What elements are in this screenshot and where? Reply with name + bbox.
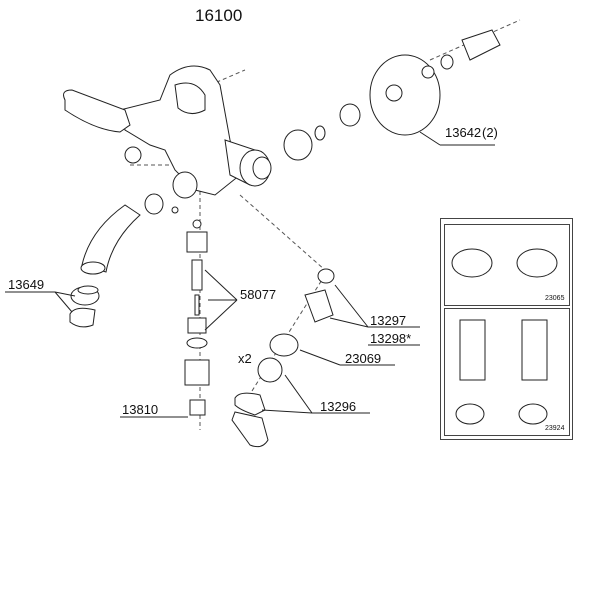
inset-code-23924: 23924 <box>545 425 565 432</box>
inset-frame <box>440 218 573 440</box>
inset-code-23065: 23065 <box>545 295 565 302</box>
part-label-23069: 23069 <box>345 351 382 366</box>
part-label-58077: 58077 <box>240 287 277 302</box>
drawing-lines <box>5 19 558 448</box>
part-label-13642: 13642 <box>445 125 482 140</box>
rosette-and-fittings <box>283 29 501 161</box>
part-label-13298: 13298* <box>370 331 412 346</box>
faucet-body <box>63 65 272 199</box>
spout <box>80 193 179 275</box>
part-label-x2: x2 <box>238 351 252 366</box>
leader-lines <box>5 131 495 418</box>
cartridge-stack-58077 <box>184 219 210 416</box>
part-label-13642-quantity: (2) <box>482 125 498 140</box>
aerator-13649 <box>69 285 100 328</box>
diagram-title: 16100 <box>195 6 243 25</box>
part-label-13810: 13810 <box>122 402 159 417</box>
part-label-13649: 13649 <box>8 277 45 292</box>
part-label-13297: 13297 <box>370 313 407 328</box>
inset-drawings <box>451 248 558 425</box>
valve-group-right <box>231 268 335 448</box>
part-label-13296: 13296 <box>320 399 357 414</box>
